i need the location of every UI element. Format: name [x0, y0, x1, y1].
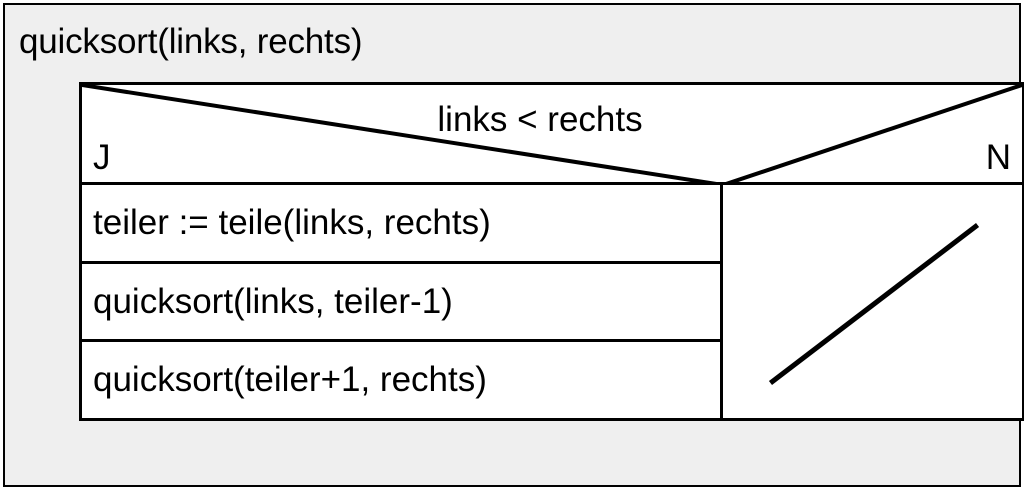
branch-body: teiler := teile(links, rechts) quicksort… [82, 185, 1022, 418]
empty-block-diagonal-icon [768, 223, 980, 385]
false-branch-column[interactable] [723, 185, 1022, 418]
statement-block[interactable]: teiler := teile(links, rechts) [82, 185, 720, 264]
structogram-box: links < rechts J N teiler := teile(links… [79, 82, 1024, 421]
branch-label-false: N [985, 138, 1011, 177]
statement-block[interactable]: quicksort(links, teiler-1) [82, 264, 720, 343]
outer-frame: quicksort(links, rechts) links < rechts … [3, 3, 1024, 487]
true-branch-column: teiler := teile(links, rechts) quicksort… [82, 185, 723, 418]
statement-block[interactable]: quicksort(teiler+1, rechts) [93, 360, 487, 400]
condition-triangle-icon [82, 85, 1022, 182]
routine-title: quicksort(links, rechts) [19, 22, 363, 61]
branch-label-true: J [93, 138, 111, 177]
condition-header[interactable]: links < rechts J N [82, 85, 1022, 185]
